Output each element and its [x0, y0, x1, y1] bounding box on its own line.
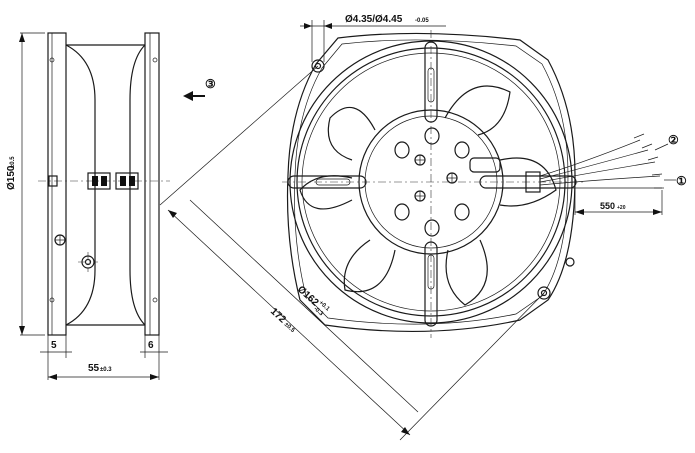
side-view: Ø150 ±0.5 5 6 55 ±0.3: [6, 32, 170, 380]
diagonal-dim-line: [167, 209, 411, 436]
airflow-arrow-icon: [183, 91, 205, 101]
side-right-flange: [144, 32, 160, 336]
lead-length-label: 550: [600, 201, 615, 211]
depth-dim-label: 55: [88, 363, 100, 374]
height-dim-tol: ±0.5: [10, 156, 16, 168]
fan-blades: [299, 85, 557, 306]
hub-screws: [414, 154, 458, 202]
lead-wires: [539, 133, 664, 189]
terminal-block: [87, 172, 139, 190]
marker-1: ①: [676, 174, 687, 188]
hole-dim-label: Ø4.35/Ø4.45: [345, 14, 403, 25]
hub-holes: [394, 127, 470, 237]
diagonal-dim-tol: ±0.5: [283, 322, 296, 335]
front-view: ② ① 550 +20 Ø4.35/Ø4.45 -0.05 172 ±0.5: [159, 14, 687, 441]
depth-dim-tol: ±0.3: [100, 367, 112, 373]
diameter-dim-tol-lower: -0.3: [312, 306, 324, 318]
right-offset-label: 6: [148, 340, 154, 351]
marker-2: ②: [668, 133, 679, 147]
left-offset-label: 5: [51, 340, 57, 351]
diameter-dim-line: [189, 199, 419, 413]
lead-length-tol: +20: [617, 205, 626, 211]
fan-frame: [286, 32, 576, 332]
height-dim-label: Ø150: [6, 165, 17, 190]
side-venturi-left: [65, 44, 96, 326]
hole-dim-tol: -0.05: [415, 18, 429, 24]
airflow-marker: ③: [205, 77, 216, 91]
mount-holes: [311, 59, 551, 300]
side-left-flange: [47, 32, 67, 336]
